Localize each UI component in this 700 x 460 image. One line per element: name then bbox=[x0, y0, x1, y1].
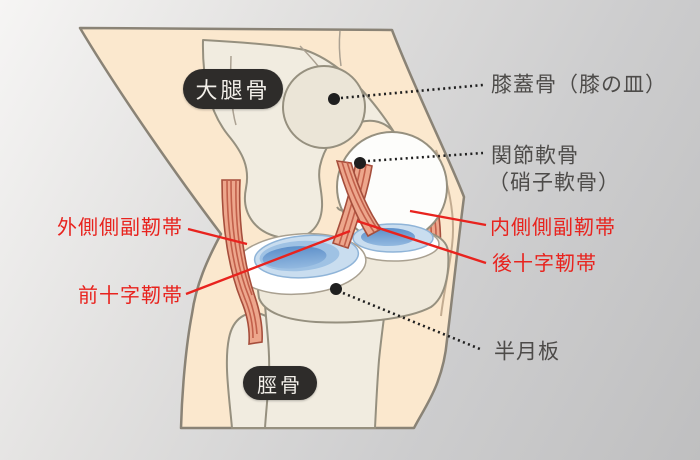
meniscus-annotation: 半月板 bbox=[494, 339, 560, 364]
meniscus-dot bbox=[330, 283, 342, 295]
medial-collateral-annotation: 内側側副靭帯 bbox=[490, 217, 616, 239]
patella-leader-line bbox=[340, 83, 484, 100]
cartilage-dot bbox=[354, 157, 366, 169]
patella-bone bbox=[282, 65, 366, 149]
meniscus-lateral-disc bbox=[233, 232, 367, 296]
red-leader-lines bbox=[185, 209, 487, 296]
patella-annotation: 膝蓋骨（膝の皿） bbox=[491, 72, 667, 97]
mcl-leader-line bbox=[409, 209, 487, 227]
dotted-leader-lines bbox=[340, 83, 484, 351]
cartilage-annotation-line1: 関節軟骨 bbox=[491, 143, 579, 168]
lateral-collateral-annotation: 外側側副靭帯 bbox=[57, 217, 183, 239]
acl-leader-line bbox=[185, 229, 351, 296]
femur-label-pill: 大腿骨 bbox=[183, 69, 283, 109]
posterior-cruciate-ligament bbox=[335, 160, 383, 238]
tibia-label-pill: 脛骨 bbox=[243, 366, 317, 400]
anterior-cruciate-annotation: 前十字靭帯 bbox=[78, 285, 183, 307]
lcl-leader-line bbox=[187, 227, 248, 246]
patella-dot bbox=[328, 93, 340, 105]
lateral-collateral-ligament bbox=[221, 179, 263, 345]
cartilage-annotation-line2: （硝子軟骨） bbox=[488, 170, 620, 195]
leader-dots bbox=[328, 93, 366, 295]
pcl-leader-line bbox=[356, 219, 487, 265]
posterior-cruciate-annotation: 後十字靭帯 bbox=[492, 253, 597, 275]
